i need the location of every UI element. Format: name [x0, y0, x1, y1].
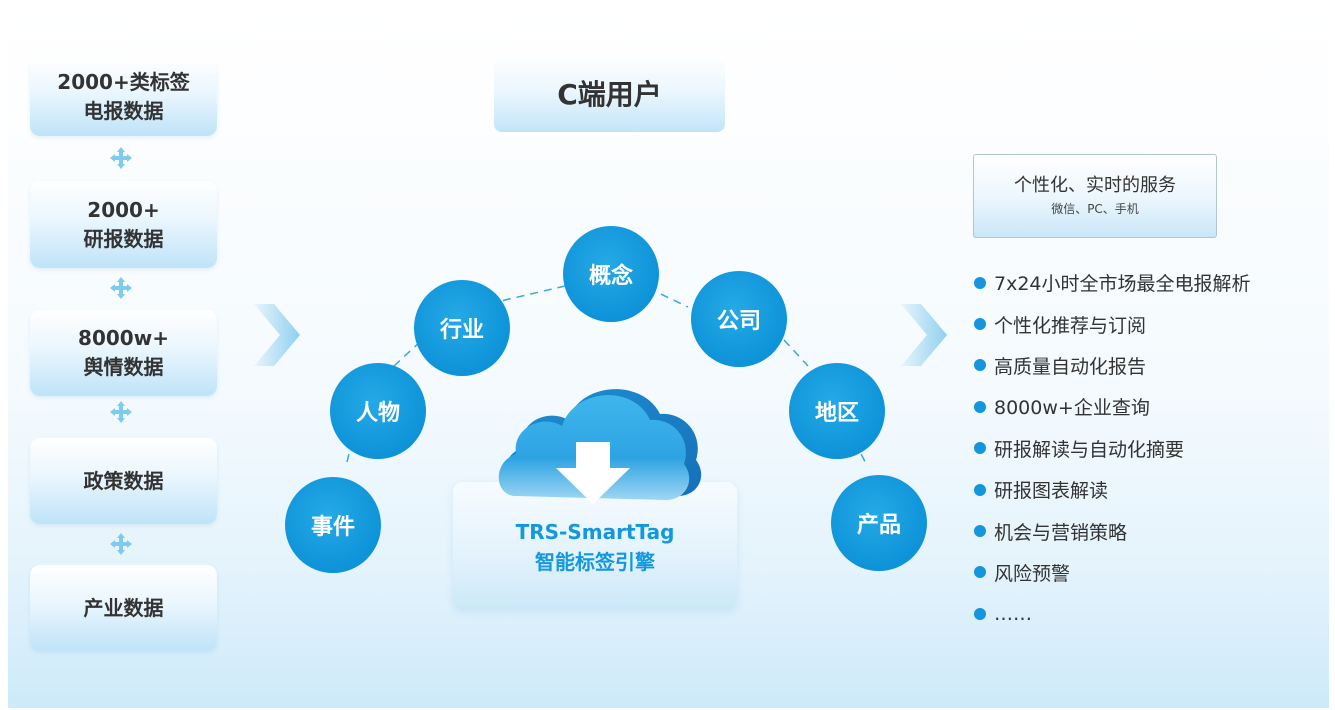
node-label: 公司: [716, 309, 761, 334]
engine-name-en: TRS-SmartTag: [515, 520, 675, 544]
c-end-user-label: C端用户: [557, 78, 662, 111]
node-event: 事件: [285, 477, 381, 573]
feature-text: 个性化推荐与订阅: [994, 314, 1147, 337]
node-region: 地区: [789, 363, 885, 459]
source-line1: 政策数据: [83, 468, 164, 493]
list-item: ……: [974, 593, 1251, 634]
source-line1: 2000+类标签: [57, 70, 190, 94]
node-label: 地区: [814, 401, 859, 426]
node-label: 产品: [856, 513, 901, 538]
engine-name-cn: 智能标签引擎: [535, 550, 655, 574]
source-research-report-data: 2000+ 研报数据: [30, 181, 217, 268]
flow-arrow-icon: [254, 304, 300, 370]
node-industry: 行业: [414, 280, 510, 376]
source-policy-data: 政策数据: [30, 438, 217, 524]
list-item: 7x24小时全市场最全电报解析: [974, 262, 1251, 303]
feature-text: 风险预警: [994, 562, 1071, 585]
bidirectional-arrow-icon: [109, 146, 133, 170]
bullet-icon: [974, 276, 986, 289]
bullet-icon: [974, 483, 986, 496]
source-public-opinion-data: 8000w+ 舆情数据: [30, 310, 217, 396]
list-item: 风险预警: [974, 552, 1251, 593]
flow-arrow-icon: [901, 304, 947, 370]
feature-text: 8000w+企业查询: [994, 397, 1150, 420]
list-item: 个性化推荐与订阅: [974, 303, 1251, 344]
cloud-download-icon: [494, 372, 704, 516]
bullet-icon: [974, 359, 986, 372]
source-line1: 8000w+: [78, 326, 169, 350]
bidirectional-arrow-icon: [109, 532, 133, 556]
bullet-icon: [974, 400, 986, 413]
list-item: 机会与营销策略: [974, 510, 1251, 551]
feature-text: 7x24小时全市场最全电报解析: [994, 273, 1251, 296]
node-person: 人物: [330, 363, 426, 459]
bullet-icon: [974, 607, 986, 620]
list-item: 高质量自动化报告: [974, 345, 1251, 386]
bullet-icon: [974, 442, 986, 455]
source-line2: 研报数据: [83, 226, 164, 251]
service-title: 个性化、实时的服务: [1014, 175, 1176, 196]
source-telegram-data: 2000+类标签 电报数据: [30, 58, 217, 136]
node-company: 公司: [691, 271, 787, 367]
list-item: 研报解读与自动化摘要: [974, 428, 1251, 469]
list-item: 8000w+企业查询: [974, 386, 1251, 427]
node-label: 概念: [588, 264, 633, 289]
c-end-user-box: C端用户: [494, 54, 725, 132]
node-label: 人物: [355, 401, 400, 426]
feature-text: 高质量自动化报告: [994, 355, 1147, 378]
node-label: 事件: [310, 515, 355, 540]
source-line2: 舆情数据: [83, 355, 164, 379]
bullet-icon: [974, 525, 986, 538]
bidirectional-arrow-icon: [109, 276, 133, 300]
feature-text: 研报图表解读: [994, 480, 1109, 503]
feature-text: ……: [994, 602, 1032, 625]
source-line1: 2000+: [87, 197, 160, 222]
feature-text: 研报解读与自动化摘要: [994, 438, 1185, 461]
source-line2: 电报数据: [83, 99, 164, 123]
service-subtitle: 微信、PC、手机: [1051, 202, 1139, 216]
service-box: 个性化、实时的服务 微信、PC、手机: [973, 154, 1217, 238]
bidirectional-arrow-icon: [109, 400, 133, 424]
node-concept: 概念: [563, 226, 659, 322]
feature-text: 机会与营销策略: [994, 521, 1128, 544]
list-item: 研报图表解读: [974, 469, 1251, 510]
bullet-icon: [974, 566, 986, 579]
diagram-panel: 2000+类标签 电报数据 2000+ 研报数据 8000w+ 舆情数据 政策数…: [8, 14, 1329, 708]
source-industry-data: 产业数据: [30, 565, 217, 651]
source-line1: 产业数据: [83, 595, 164, 620]
node-label: 行业: [439, 318, 484, 343]
engine-panel: [453, 482, 737, 610]
bullet-icon: [974, 318, 986, 331]
feature-list: 7x24小时全市场最全电报解析 个性化推荐与订阅 高质量自动化报告 8000w+…: [974, 262, 1251, 635]
node-product: 产品: [831, 475, 927, 571]
